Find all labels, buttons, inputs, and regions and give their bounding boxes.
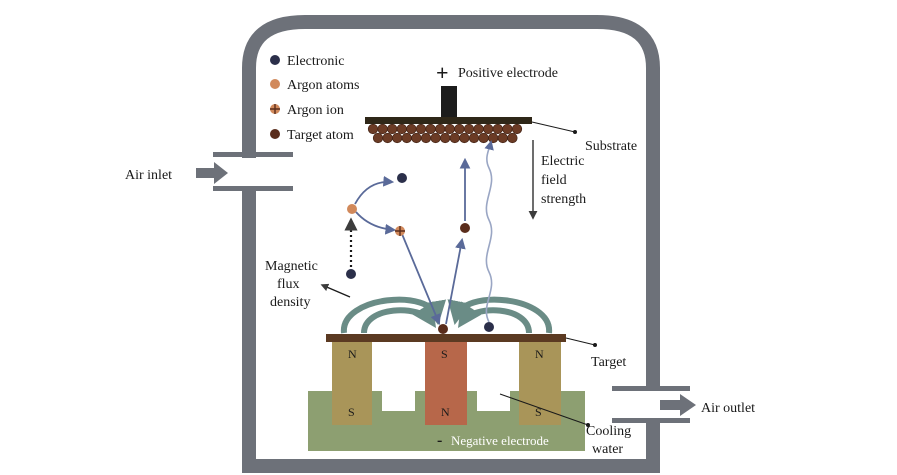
right-magnet xyxy=(519,341,561,425)
electric-field-label-3: strength xyxy=(541,192,586,207)
legend-electronic: Electronic xyxy=(287,54,345,69)
positive-electrode-post xyxy=(441,86,457,118)
sputter-path-1 xyxy=(445,237,466,325)
substrate-atom xyxy=(478,132,489,144)
legend-target-atom-marker xyxy=(270,129,280,139)
substrate-atom xyxy=(411,132,422,144)
substrate-atom xyxy=(483,123,494,135)
air-inlet-pipe xyxy=(196,152,293,191)
electron-particle xyxy=(346,269,356,279)
pole-left-top: N xyxy=(348,347,357,361)
air-outlet-pipe xyxy=(612,386,696,423)
sputtered-target-atom xyxy=(460,223,470,233)
negative-sign: - xyxy=(437,432,442,449)
substrate-atom xyxy=(502,123,513,135)
substrate-atom-layer xyxy=(367,123,523,144)
magnetic-flux-label-3: density xyxy=(270,295,310,310)
ionization-electron-path xyxy=(354,175,395,205)
cooling-water-label-1: Cooling xyxy=(586,424,631,439)
magnet-assembly xyxy=(308,334,585,451)
substrate-atom xyxy=(454,123,465,135)
substrate-atom xyxy=(396,123,407,135)
substrate-atom xyxy=(473,123,484,135)
substrate-atom xyxy=(401,132,412,144)
substrate-atom xyxy=(387,123,398,135)
substrate-atom xyxy=(392,132,403,144)
magnetic-flux-label-2: flux xyxy=(277,277,300,292)
air-inlet-arrow xyxy=(196,162,228,184)
magnetic-flux-arrow xyxy=(320,283,351,298)
surface-electron-particle xyxy=(484,322,494,332)
substrate-atom xyxy=(492,123,503,135)
substrate-atom xyxy=(488,132,499,144)
electric-field-label-2: field xyxy=(541,173,567,188)
substrate-atom xyxy=(459,132,470,144)
substrate-atom xyxy=(367,123,379,135)
positive-electrode-label: Positive electrode xyxy=(458,66,558,81)
legend-argon-atoms: Argon atoms xyxy=(287,78,359,93)
substrate-atom xyxy=(449,132,460,144)
pole-center-bottom: N xyxy=(441,405,450,419)
pole-right-bottom: S xyxy=(535,405,542,419)
substrate-leader-line xyxy=(531,121,576,133)
legend-target-atom: Target atom xyxy=(287,128,354,143)
left-magnet xyxy=(332,341,372,425)
substrate-atom xyxy=(463,123,475,135)
legend-argon-atom-marker xyxy=(270,79,280,89)
substrate-atom xyxy=(511,123,523,135)
target-label: Target xyxy=(591,355,626,370)
substrate-atom xyxy=(497,132,508,144)
legend-argon-ion: Argon ion xyxy=(287,103,344,118)
particle-trajectories xyxy=(344,140,494,325)
ion-bombard-path xyxy=(401,233,441,325)
substrate-atom xyxy=(507,132,518,144)
right-cooling-slot xyxy=(477,345,510,411)
argon-atom-particle xyxy=(347,204,357,214)
substrate-atom xyxy=(468,132,480,144)
legend-electron-marker xyxy=(270,55,280,65)
substrate-atom xyxy=(382,132,393,144)
pole-center-top: S xyxy=(441,347,448,361)
substrate-atom xyxy=(415,123,427,135)
substrate-atom xyxy=(406,123,417,135)
positive-sign: + xyxy=(436,60,449,85)
legend: Electronic Argon atoms Argon ion Target … xyxy=(270,54,359,143)
substrate-holder xyxy=(365,117,532,124)
air-outlet-arrow xyxy=(660,394,696,416)
cooling-water-label-2: water xyxy=(592,442,623,457)
substrate-atom xyxy=(444,123,455,135)
pole-right-top: N xyxy=(535,347,544,361)
freed-electron-particle xyxy=(397,173,407,183)
center-magnet xyxy=(425,341,467,425)
electric-field-label-1: Electric xyxy=(541,154,585,169)
magnetic-flux-lines xyxy=(341,296,553,334)
substrate-label: Substrate xyxy=(585,139,637,154)
vacuum-chamber xyxy=(242,15,660,473)
substrate-atom xyxy=(377,123,388,135)
air-outlet-label: Air outlet xyxy=(701,401,755,416)
substrate-atom xyxy=(420,132,432,144)
negative-electrode-label: Negative electrode xyxy=(451,433,549,448)
substrate-atom xyxy=(435,123,446,135)
target-atom-on-surface xyxy=(438,324,448,334)
pole-left-bottom: S xyxy=(348,405,355,419)
left-cooling-slot xyxy=(382,345,415,411)
secondary-electron-path xyxy=(484,140,494,323)
ionization-ion-path xyxy=(355,211,397,235)
target-leader-line xyxy=(565,337,596,346)
substrate-atom xyxy=(430,132,441,144)
substrate-atom xyxy=(425,123,436,135)
substrate-atom xyxy=(372,132,384,144)
target-plate xyxy=(326,334,566,342)
cooling-water-leader-line xyxy=(499,393,589,426)
magnetic-flux-label-1: Magnetic xyxy=(265,259,318,274)
substrate-atom xyxy=(440,132,451,144)
air-inlet-label: Air inlet xyxy=(125,168,172,183)
